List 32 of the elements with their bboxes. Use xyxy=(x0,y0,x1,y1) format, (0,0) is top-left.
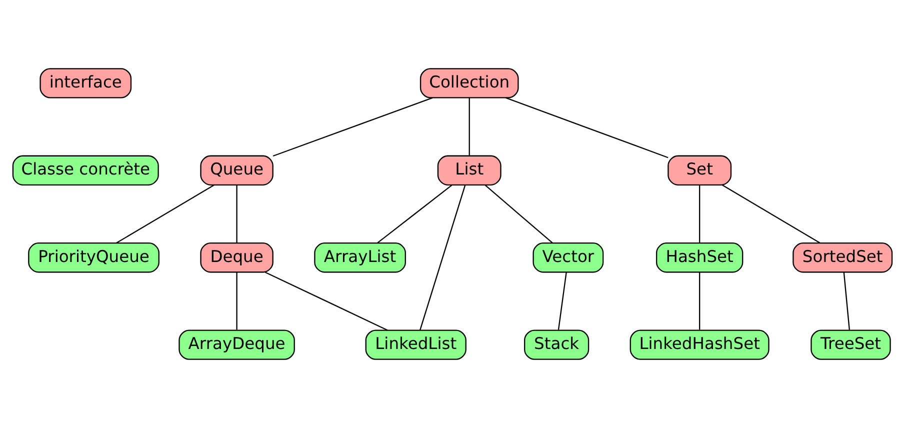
connector xyxy=(468,98,470,156)
node-box: Queue xyxy=(200,155,274,186)
node-box: Stack xyxy=(524,330,590,360)
node-box: PriorityQueue xyxy=(28,242,160,273)
connector xyxy=(377,184,452,244)
node-box: HashSet xyxy=(656,242,744,273)
connector xyxy=(843,272,850,330)
node-box: Classe concrète xyxy=(12,155,159,186)
connector xyxy=(236,272,238,330)
connector xyxy=(722,184,820,244)
node-box: interface xyxy=(40,68,132,98)
connector xyxy=(699,185,700,243)
node-box: LinkedList xyxy=(365,330,466,360)
connector xyxy=(558,272,567,330)
node-box: ArrayList xyxy=(314,242,406,273)
node-box: Set xyxy=(668,155,732,186)
connector xyxy=(419,184,466,330)
node-box: List xyxy=(437,155,502,186)
node-box: Collection xyxy=(420,68,519,98)
connector xyxy=(506,97,668,158)
connector xyxy=(272,97,433,157)
connector xyxy=(699,272,700,330)
connector xyxy=(264,272,388,331)
node-box: SortedSet xyxy=(792,242,893,273)
node-box: ArrayDeque xyxy=(178,330,295,360)
node-box: Deque xyxy=(200,242,274,273)
node-box: Vector xyxy=(532,242,604,273)
node-box: TreeSet xyxy=(810,330,891,360)
connector xyxy=(236,185,238,243)
node-box: LinkedHashSet xyxy=(630,330,770,360)
connector xyxy=(484,184,553,244)
connector xyxy=(116,184,214,244)
